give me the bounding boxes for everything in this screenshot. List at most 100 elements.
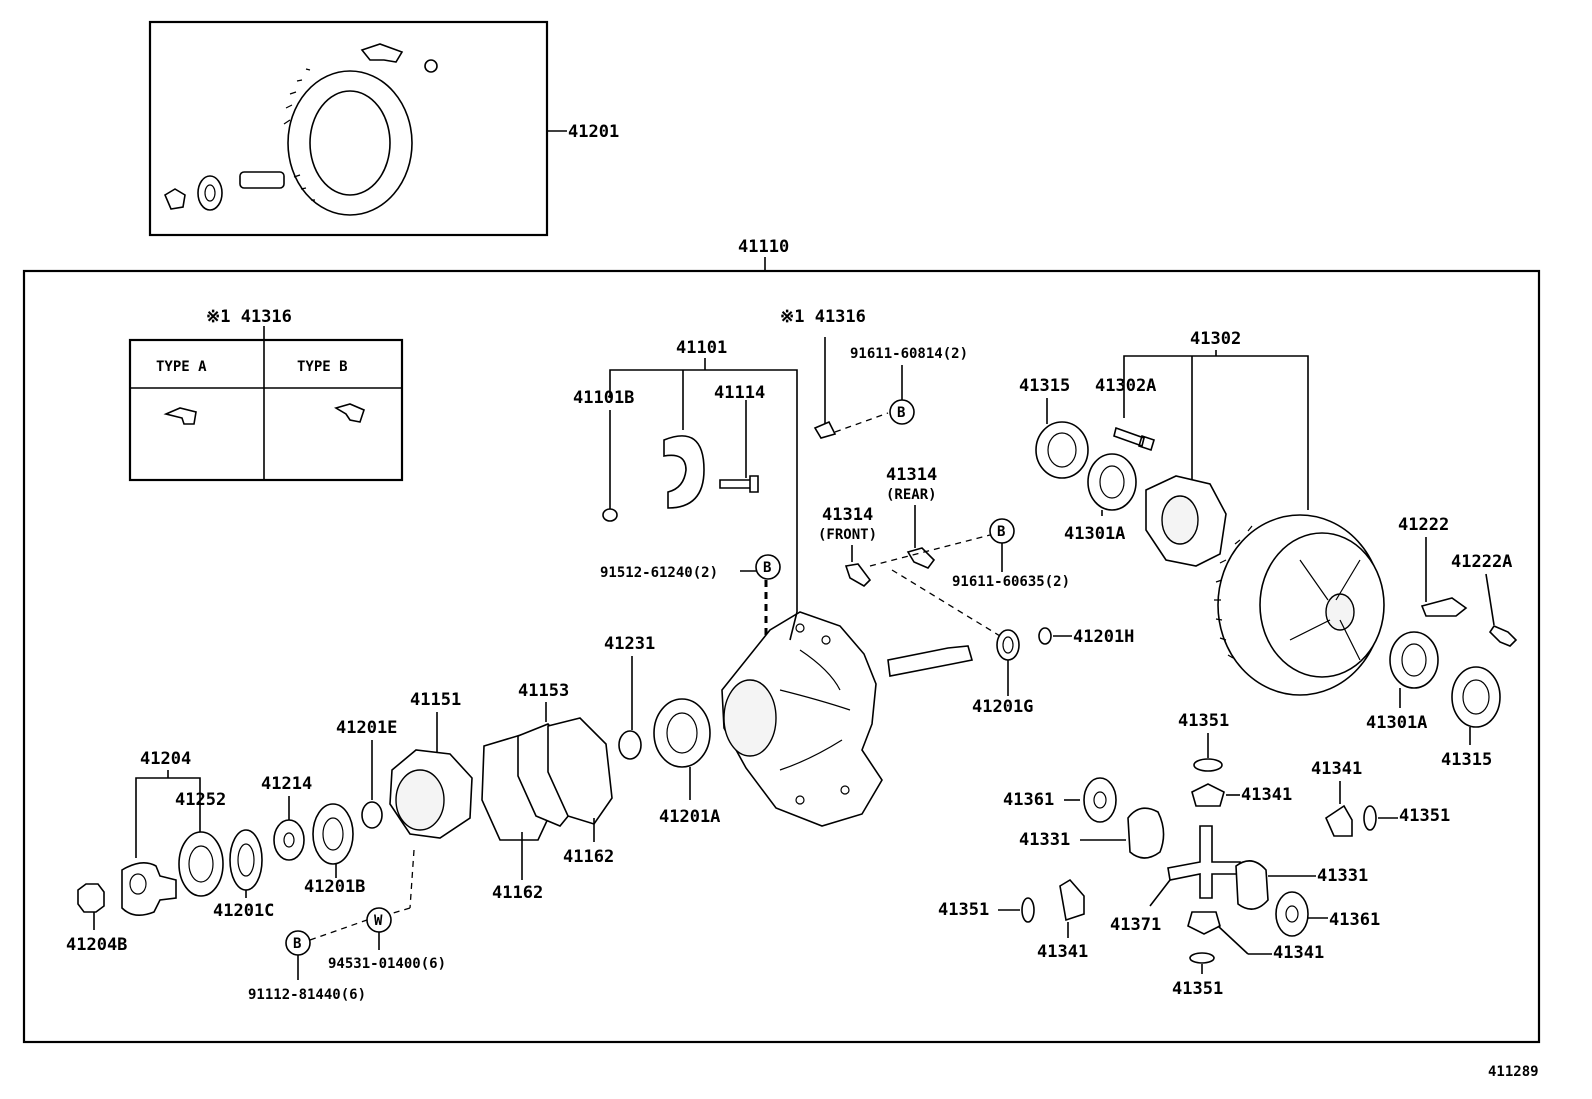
- label-41110: 41110: [738, 237, 789, 257]
- label-41201C: 41201C: [213, 901, 274, 921]
- label-41114: 41114: [714, 383, 765, 403]
- label-41341-a: 41341: [1241, 785, 1292, 805]
- thrust-washer-41351-a: [1193, 758, 1223, 772]
- type-b-header: TYPE B: [297, 359, 348, 375]
- pinion-gear-41341-d: [1187, 911, 1221, 935]
- label-41361-b: 41361: [1329, 910, 1380, 930]
- bearing-41201G: [996, 629, 1020, 661]
- marker-b-3: B: [763, 560, 771, 576]
- oil-seal-41201C: [229, 829, 263, 891]
- label-41331-a: 41331: [1019, 830, 1070, 850]
- figure-code: 411289: [1488, 1064, 1539, 1080]
- marker-b-2: B: [997, 524, 1005, 540]
- label-41201: 41201: [568, 122, 619, 142]
- label-91611-60635: 91611-60635(2): [952, 574, 1070, 590]
- washer-41201H: [1038, 627, 1052, 645]
- adjusting-nut-41315-b: [1451, 666, 1501, 728]
- label-41301A-a: 41301A: [1064, 524, 1125, 544]
- bracket-type-b-icon: [334, 403, 365, 423]
- label-41314-front-note: (FRONT): [818, 527, 877, 543]
- label-41201H: 41201H: [1073, 627, 1134, 647]
- spacer-41214: [273, 819, 305, 861]
- pinion-gear-41341-c: [1059, 878, 1085, 922]
- type-a-header: TYPE A: [156, 359, 207, 375]
- label-41201E: 41201E: [336, 718, 397, 738]
- bolt-41302A: [1113, 426, 1155, 452]
- bracket-41314-front: [844, 563, 872, 587]
- label-41316-mid: ※1 41316: [780, 307, 866, 327]
- gasket-41162-b: [547, 717, 613, 825]
- thrust-washer-41361-b: [1275, 891, 1309, 937]
- label-41153: 41153: [518, 681, 569, 701]
- label-41341-d: 41341: [1273, 943, 1324, 963]
- bearing-41201B: [312, 803, 354, 865]
- bearing-41301A-a: [1087, 453, 1137, 511]
- label-41222A: 41222A: [1451, 552, 1512, 572]
- bolt-41222A: [1488, 625, 1518, 647]
- label-41351-a: 41351: [1178, 711, 1229, 731]
- pinion-gear-41341-a: [1191, 783, 1225, 807]
- ring-gear-pinion-icon: [163, 43, 438, 216]
- ring-pinion-set-box: [148, 20, 549, 237]
- label-41302: 41302: [1190, 329, 1241, 349]
- label-41301A-b: 41301A: [1366, 713, 1427, 733]
- thrust-washer-41361-a: [1083, 777, 1117, 823]
- adjusting-nut-41315-a: [1035, 421, 1089, 479]
- marker-w: W: [374, 913, 383, 929]
- thrust-washer-41351-b: [1363, 805, 1377, 831]
- thrust-washer-41351-d: [1189, 952, 1215, 964]
- bracket-41222: [1420, 597, 1468, 617]
- spacer-41231: [618, 730, 642, 760]
- bearing-41301A-b: [1389, 631, 1439, 689]
- thrust-washer-41351-c: [1021, 897, 1035, 923]
- companion-flange-41204: [121, 862, 177, 916]
- bolt-41114: [719, 475, 759, 493]
- label-41222: 41222: [1398, 515, 1449, 535]
- label-41314-front: 41314: [822, 505, 873, 525]
- marker-b-1: B: [897, 405, 905, 421]
- label-41371: 41371: [1110, 915, 1161, 935]
- label-41201A: 41201A: [659, 807, 720, 827]
- type-table: [128, 338, 404, 482]
- label-91512-61240: 91512-61240(2): [600, 565, 718, 581]
- label-41162-a: 41162: [492, 883, 543, 903]
- label-41341-c: 41341: [1037, 942, 1088, 962]
- differential-carrier-box: [22, 269, 1541, 1044]
- label-41252: 41252: [175, 790, 226, 810]
- label-41201G: 41201G: [972, 697, 1033, 717]
- differential-carrier-housing: [721, 611, 883, 827]
- deflector-41252: [178, 831, 224, 897]
- label-41331-b: 41331: [1317, 866, 1368, 886]
- drive-pinion-shaft: [887, 645, 974, 677]
- bearing-cap-41101: [663, 435, 705, 509]
- label-41361-a: 41361: [1003, 790, 1054, 810]
- label-41151: 41151: [410, 690, 461, 710]
- bracket-41314-rear: [906, 547, 936, 569]
- label-41316-table: ※1 41316: [206, 307, 292, 327]
- label-41314-rear: 41314: [886, 465, 937, 485]
- pinion-shaft-41371: [1167, 825, 1241, 899]
- washer-41201E: [361, 801, 383, 829]
- label-41204: 41204: [140, 749, 191, 769]
- label-41214: 41214: [261, 774, 312, 794]
- label-91611-60814: 91611-60814(2): [850, 346, 968, 362]
- label-41201B: 41201B: [304, 877, 365, 897]
- side-gear-41331-a: [1127, 807, 1165, 859]
- pinion-gear-41341-b: [1324, 804, 1353, 837]
- label-41101B: 41101B: [573, 388, 634, 408]
- label-41315-b: 41315: [1441, 750, 1492, 770]
- label-41231: 41231: [604, 634, 655, 654]
- label-41302A: 41302A: [1095, 376, 1156, 396]
- label-41341-b: 41341: [1311, 759, 1362, 779]
- label-91112-81440: 91112-81440(6): [248, 987, 366, 1003]
- marker-b-4: B: [293, 936, 301, 952]
- nut-41204B: [77, 883, 105, 913]
- label-41351-c: 41351: [938, 900, 989, 920]
- label-41315-a: 41315: [1019, 376, 1070, 396]
- label-41351-b: 41351: [1399, 806, 1450, 826]
- label-41162-b: 41162: [563, 847, 614, 867]
- dowel-pin-41101B: [602, 508, 618, 522]
- label-41204B: 41204B: [66, 935, 127, 955]
- label-41101: 41101: [676, 338, 727, 358]
